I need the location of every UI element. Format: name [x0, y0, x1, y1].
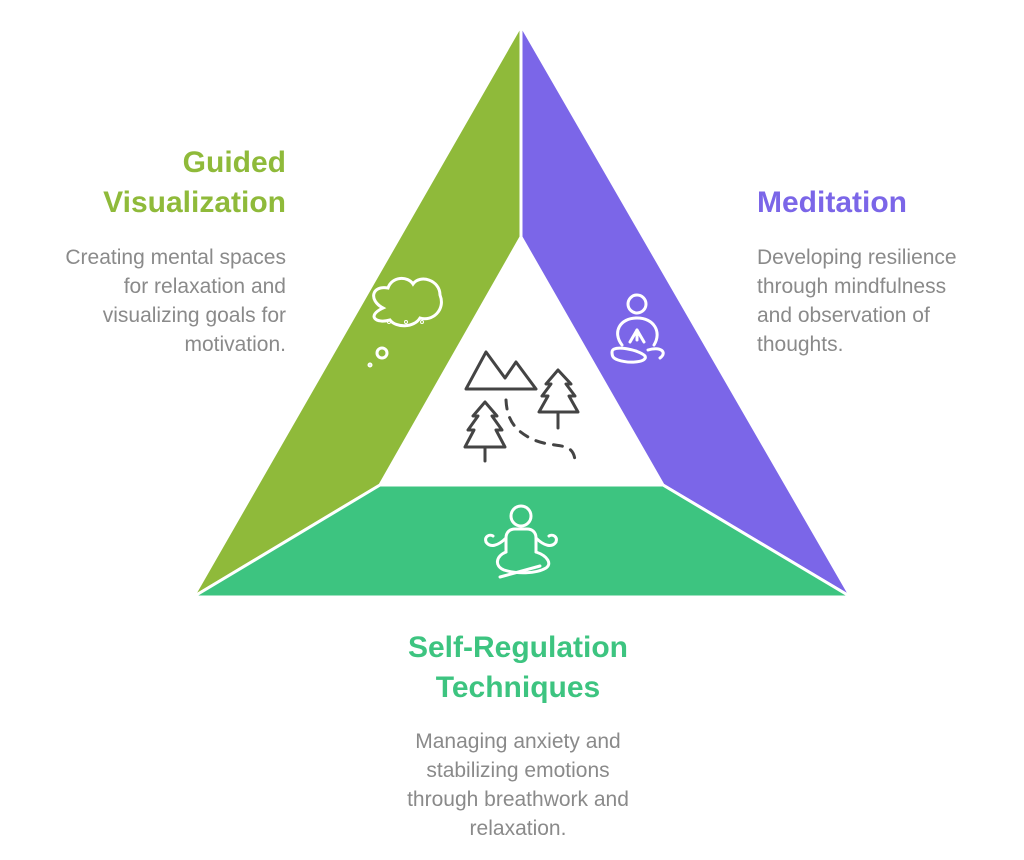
desc-line: thoughts. [757, 333, 844, 356]
title-line: Guided [182, 146, 286, 179]
desc-line: stabilizing emotions [426, 759, 610, 782]
desc-line: Creating mental spaces [65, 246, 286, 269]
desc-line: relaxation. [469, 817, 567, 840]
title-line: Techniques [435, 671, 601, 704]
desc-line: visualizing goals for [102, 304, 286, 327]
desc-line: Managing anxiety and [415, 730, 621, 753]
self-regulation-description: Managing anxiety and stabilizing emotion… [318, 727, 718, 843]
desc-line: Developing resilience [757, 246, 957, 269]
self-regulation-title: Self-Regulation Techniques [318, 628, 718, 708]
meditation-description: Developing resilience through mindfulnes… [757, 243, 957, 359]
lotus-pose-icon [484, 504, 558, 579]
meditation-title: Meditation [757, 183, 907, 223]
thought-bubble-icon [367, 277, 443, 368]
title-line: Self-Regulation [407, 631, 628, 664]
desc-line: through mindfulness [757, 275, 947, 298]
meditating-person-icon [610, 293, 665, 364]
mountain-forest-path-icon [463, 350, 580, 465]
guided-visualization-title: Guided Visualization [103, 143, 286, 223]
self-regulation-segment [191, 483, 853, 599]
desc-line: motivation. [184, 333, 286, 356]
desc-line: through breathwork and [407, 788, 629, 811]
desc-line: for relaxation and [123, 275, 286, 298]
title-line: Meditation [757, 186, 907, 219]
guided-visualization-description: Creating mental spaces for relaxation an… [65, 243, 286, 359]
desc-line: and observation of [757, 304, 930, 327]
title-line: Visualization [103, 186, 286, 219]
